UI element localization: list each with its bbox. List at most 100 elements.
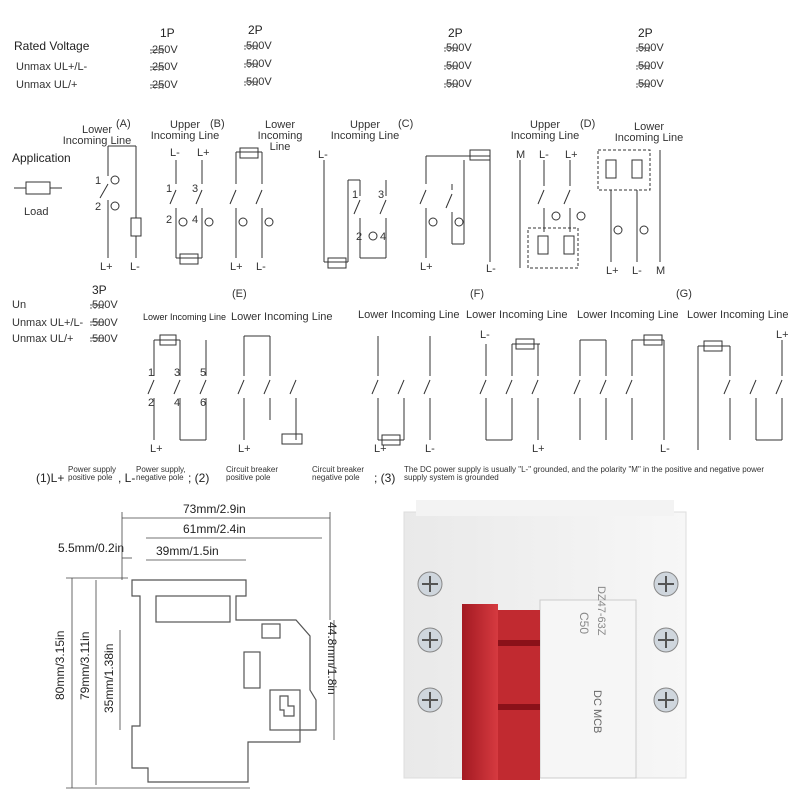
term-3p2-lminus: L- <box>425 443 435 455</box>
legend-text-1: Power supply positive pole <box>68 465 117 482</box>
threep-title: 3P <box>92 283 107 297</box>
term-d2-m: M <box>656 265 666 277</box>
diagram-b-lower <box>229 147 274 258</box>
group-c-letter: (C) <box>398 118 414 130</box>
col-2p-c: 2P <box>638 26 653 40</box>
product-dc-mcb: DC MCB <box>591 690 603 734</box>
v-2pb-2: 500V <box>446 78 472 90</box>
group-d-upper: Upper Incoming Line <box>510 119 580 142</box>
diagram-3p-0 <box>147 334 207 441</box>
dim-73: 73mm/2.9in <box>183 502 246 516</box>
threep-unmax-2: Unmax UL/+ <box>12 333 74 345</box>
term-d-lplus: L+ <box>565 149 578 161</box>
load-label: Load <box>24 206 49 218</box>
unmax-label-1: Unmax UL+/L- <box>16 61 88 73</box>
threep-v-0: 500V <box>92 299 118 311</box>
v-2pa-0: 500V <box>246 40 272 52</box>
threep-label-2: Lower Incoming Line <box>358 309 460 321</box>
term-3p4-lminus: L- <box>660 443 670 455</box>
dim-55: 5.5mm/0.2in <box>58 541 125 555</box>
threep-unmax-1: Unmax UL+/L- <box>12 317 84 329</box>
num-c-2: 2 <box>356 231 363 243</box>
application-label: Application <box>12 151 71 165</box>
num-3p-2: 2 <box>148 397 155 409</box>
num-3p-3: 3 <box>174 367 181 379</box>
term-c2-lminus: L- <box>486 263 496 275</box>
legend-key-3: ; (3) <box>374 471 396 485</box>
legend-key-2: ; (2) <box>188 471 210 485</box>
legend-text-2: Circuit breaker positive pole <box>226 465 279 482</box>
term-a-lplus: L+ <box>100 261 113 273</box>
load-symbol <box>14 181 62 195</box>
group-f-letter: (F) <box>470 288 485 300</box>
num-a-1: 1 <box>95 175 102 187</box>
legend-key-1: (1)L+ <box>36 471 65 485</box>
term-b2-lminus: L- <box>256 261 266 273</box>
diagram-b-upper <box>169 160 214 265</box>
v-2pc-2: 500V <box>638 78 664 90</box>
num-b-2: 2 <box>166 214 173 226</box>
col-2p-a: 2P <box>248 23 263 37</box>
v-1p-1: 250V <box>152 61 178 73</box>
diagram-c-lower <box>419 149 491 262</box>
product-model: DZ47-63Z <box>595 586 607 636</box>
diagram-a <box>99 145 142 258</box>
group-b-lower: Lower Incoming Line <box>257 119 303 153</box>
v-1p-2: 250V <box>152 79 178 91</box>
group-g-letter: (G) <box>676 288 692 300</box>
dim-80: 80mm/3.15in <box>53 630 67 700</box>
term-c2-lplus: L+ <box>420 261 433 273</box>
legend-text-1b: Power supply, negative pole <box>136 465 186 482</box>
group-d-lower: Lower Incoming Line <box>614 121 684 144</box>
legend-text-3: The DC power supply is usually "L-" grou… <box>404 465 764 482</box>
group-c-upper: Upper Incoming Line <box>330 119 400 142</box>
product-rating: C50 <box>577 612 591 635</box>
v-2pb-1: 500V <box>446 60 472 72</box>
diagram-3p-1 <box>237 335 303 445</box>
dim-39: 39mm/1.5in <box>156 544 219 558</box>
v-2pa-2: 500V <box>246 76 272 88</box>
threep-v-2: 500V <box>92 333 118 345</box>
term-3p5-lplus: L+ <box>776 329 789 341</box>
threep-un: Un <box>12 299 27 311</box>
v-2pb-0: 500V <box>446 42 472 54</box>
dim-35: 35mm/1.38in <box>102 643 116 713</box>
v-2pc-0: 500V <box>638 42 664 54</box>
diagram-3p-4 <box>573 334 665 440</box>
diagram-3p-5 <box>697 340 783 450</box>
col-1p: 1P <box>160 26 175 40</box>
group-a-letter: (A) <box>116 118 131 130</box>
num-b-3: 3 <box>192 183 199 195</box>
num-b-1: 1 <box>166 183 173 195</box>
term-3p2-lplus: L+ <box>374 443 387 455</box>
term-b-lminus: L- <box>170 147 180 159</box>
rated-voltage-label: Rated Voltage <box>14 39 90 53</box>
legend-text-2b: Circuit breaker negative pole <box>312 465 365 482</box>
dim-79: 79mm/3.11in <box>78 631 92 700</box>
threep-v-1: 500V <box>92 317 118 329</box>
threep-label-4: Lower Incoming Line <box>577 309 679 321</box>
group-e-letter: (E) <box>232 288 247 300</box>
dim-61: 61mm/2.4in <box>183 522 246 536</box>
num-b-4: 4 <box>192 214 199 226</box>
term-d-m: M <box>516 149 526 161</box>
dc-symbols <box>90 45 650 342</box>
num-3p-1: 1 <box>148 367 155 379</box>
num-3p-6: 6 <box>200 397 207 409</box>
group-b-upper: Upper Incoming Line <box>150 119 220 142</box>
col-2p-b: 2P <box>448 26 463 40</box>
diagram-3p-2 <box>371 336 431 446</box>
num-3p-5: 5 <box>200 367 207 379</box>
term-3p3-lminus: L- <box>480 329 490 341</box>
v-2pc-1: 500V <box>638 60 664 72</box>
term-3p0-lplus: L+ <box>150 443 163 455</box>
legend-key-1b: , L- <box>118 471 136 485</box>
dim-448: 44.8mm/1.8in <box>325 622 339 695</box>
term-3p1-lplus: L+ <box>238 443 251 455</box>
wiring-diagrams <box>14 45 783 450</box>
num-3p-4: 4 <box>174 397 181 409</box>
v-2pa-1: 500V <box>246 58 272 70</box>
term-d2-lplus: L+ <box>606 265 619 277</box>
group-d-letter: (D) <box>580 118 596 130</box>
num-c-1: 1 <box>352 189 359 201</box>
